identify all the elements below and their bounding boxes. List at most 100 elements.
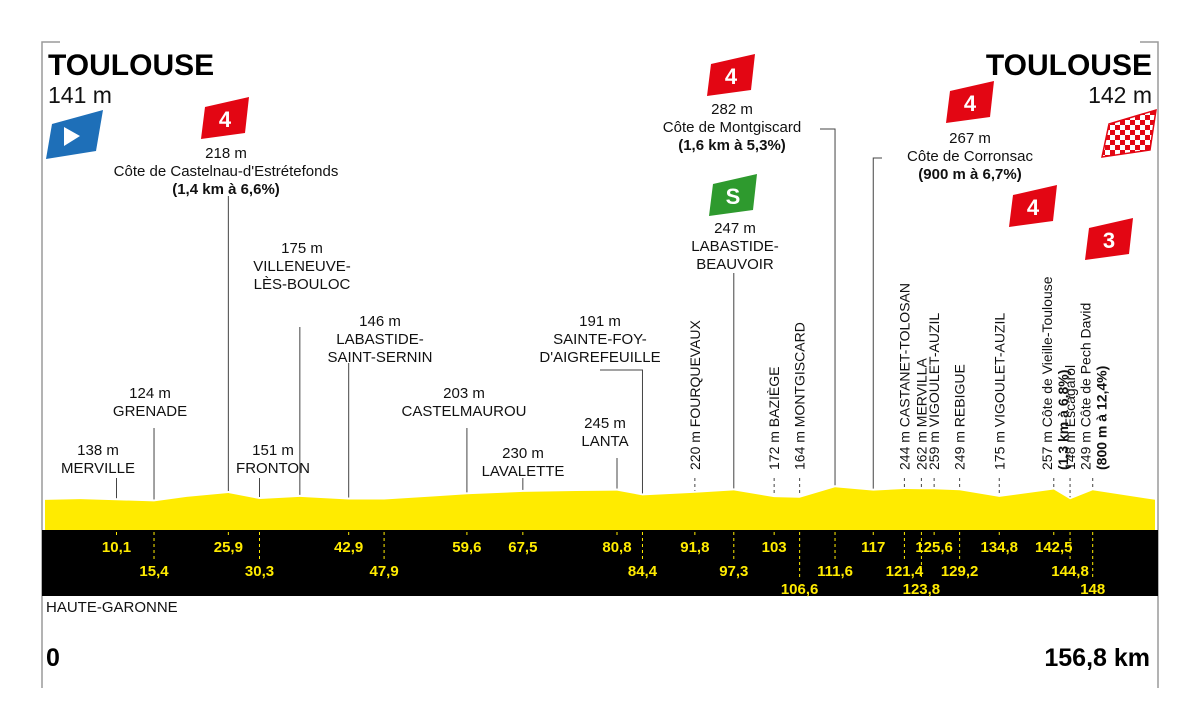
place-leader-lines	[115, 128, 1094, 500]
place-name: D'AIGREFEUILLE	[539, 349, 660, 366]
place-name: Côte de Castelnau-d'Estrétefonds	[114, 163, 339, 180]
place-name: LABASTIDE-	[336, 331, 424, 348]
place-vertical-detail: (800 m à 12,4%)	[1094, 366, 1110, 470]
start-flag-icon	[46, 110, 103, 159]
km-label: 15,4	[139, 563, 169, 580]
region-label: HAUTE-GARONNE	[46, 599, 178, 616]
place-vertical-label: 172 m BAZIÈGE	[766, 367, 782, 470]
climb-detail: (900 m à 6,7%)	[918, 166, 1021, 183]
km-label: 123,8	[903, 581, 941, 598]
place-altitude: 218 m	[205, 145, 247, 162]
place-vertical-12: 172 m BAZIÈGE	[766, 367, 782, 470]
km-label: 91,8	[680, 539, 709, 556]
climb-badge-pech-david-text: 3	[1103, 228, 1115, 253]
place-name: MERVILLE	[61, 460, 135, 477]
place-altitude: 203 m	[443, 385, 485, 402]
climb-badge-vieille-toulouse-text: 4	[1027, 195, 1040, 220]
place-altitude: 267 m	[949, 130, 991, 147]
place-name: LABASTIDE-	[691, 238, 779, 255]
start-name: TOULOUSE	[48, 49, 214, 82]
climb-badge-montgiscard-text: 4	[725, 64, 738, 89]
km-label: 121,4	[886, 563, 924, 580]
place-altitude: 146 m	[359, 313, 401, 330]
km-label: 129,2	[941, 563, 979, 580]
km-label: 84,4	[628, 563, 658, 580]
elevation-area	[45, 487, 1155, 530]
place-altitude: 124 m	[129, 385, 171, 402]
place-vertical-label: 249 m REBIGUE	[952, 364, 968, 470]
climb-badge-corronsac-shape	[946, 81, 994, 123]
place-altitude: 138 m	[77, 442, 119, 459]
place-vertical-label: 148 m Escagarol	[1062, 365, 1078, 470]
place-name: LANTA	[581, 433, 628, 450]
leader-line	[872, 157, 882, 489]
place-altitude: 175 m	[281, 240, 323, 257]
climb-badge-montgiscard-shape	[707, 54, 755, 96]
km-band	[42, 530, 1158, 596]
place-name: VILLENEUVE-	[253, 258, 351, 275]
place-altitude: 247 m	[714, 220, 756, 237]
climb-badge-montgiscard: 4	[707, 54, 755, 96]
sprint-badge-labastide-text: S	[726, 184, 741, 209]
place-name: Côte de Montgiscard	[663, 119, 801, 136]
start-km: 0	[46, 644, 60, 672]
frame-right	[1140, 41, 1159, 688]
place-vertical-label: 244 m CASTANET-TOLOSAN	[896, 283, 912, 470]
place-vertical-label: 175 m VIGOULET-AUZIL	[991, 313, 1007, 470]
place-name: SAINT-SERNIN	[327, 349, 432, 366]
climb-badge-castelnau: 4	[201, 97, 249, 139]
climb-badge-castelnau-text: 4	[219, 107, 232, 132]
sprint-badge-labastide: S	[709, 174, 757, 216]
place-name: CASTELMAUROU	[401, 403, 526, 420]
km-label: 106,6	[781, 581, 819, 598]
climb-badge-castelnau-shape	[201, 97, 249, 139]
place-vertical-detail: (1,3 km à 6,8%)	[1055, 370, 1071, 470]
km-label: 30,3	[245, 563, 274, 580]
climb-badge-vieille-toulouse: 4	[1009, 185, 1057, 227]
place-name: LÈS-BOULOC	[254, 276, 351, 293]
climb-badge-pech-david: 3	[1085, 218, 1133, 260]
place-vertical-17: 262 m MERVILLA	[913, 358, 929, 470]
place-name: FRONTON	[236, 460, 310, 477]
leader-line	[820, 128, 836, 486]
place-vertical-label: 262 m MERVILLA	[913, 358, 929, 470]
km-label: 148	[1080, 581, 1105, 598]
climb-detail: (1,6 km à 5,3%)	[678, 137, 786, 154]
km-label: 125,6	[915, 539, 953, 556]
place-altitude: 151 m	[252, 442, 294, 459]
km-label: 80,8	[602, 539, 631, 556]
finish-name: TOULOUSE	[986, 49, 1152, 82]
place-vertical-label: 164 m MONTGISCARD	[792, 322, 808, 470]
km-label: 97,3	[719, 563, 748, 580]
km-label: 47,9	[369, 563, 398, 580]
climb-badge-corronsac-text: 4	[964, 91, 977, 116]
km-label: 111,6	[817, 563, 853, 580]
place-vertical-19: 249 m REBIGUE	[952, 364, 968, 470]
climb-badge-vieille-toulouse-shape	[1009, 185, 1057, 227]
place-vertical-21: 257 m Côte de Vieille-Toulouse(1,3 km à …	[1039, 276, 1071, 470]
place-vertical-16: 244 m CASTANET-TOLOSAN	[896, 283, 912, 470]
km-label: 142,5	[1035, 539, 1073, 556]
finish-altitude: 142 m	[1088, 82, 1152, 108]
place-name: Côte de Corronsac	[907, 148, 1033, 165]
place-vertical-label: 259 m VIGOULET-AUZIL	[926, 313, 942, 470]
leader-line	[600, 369, 643, 494]
km-label: 117	[861, 539, 885, 556]
place-vertical-label: 220 m FOURQUEVAUX	[687, 319, 703, 470]
climb-detail: (1,4 km à 6,6%)	[172, 181, 280, 198]
place-name: GRENADE	[113, 403, 187, 420]
km-label: 103	[762, 539, 787, 556]
place-vertical-22: 148 m Escagarol	[1062, 365, 1078, 470]
